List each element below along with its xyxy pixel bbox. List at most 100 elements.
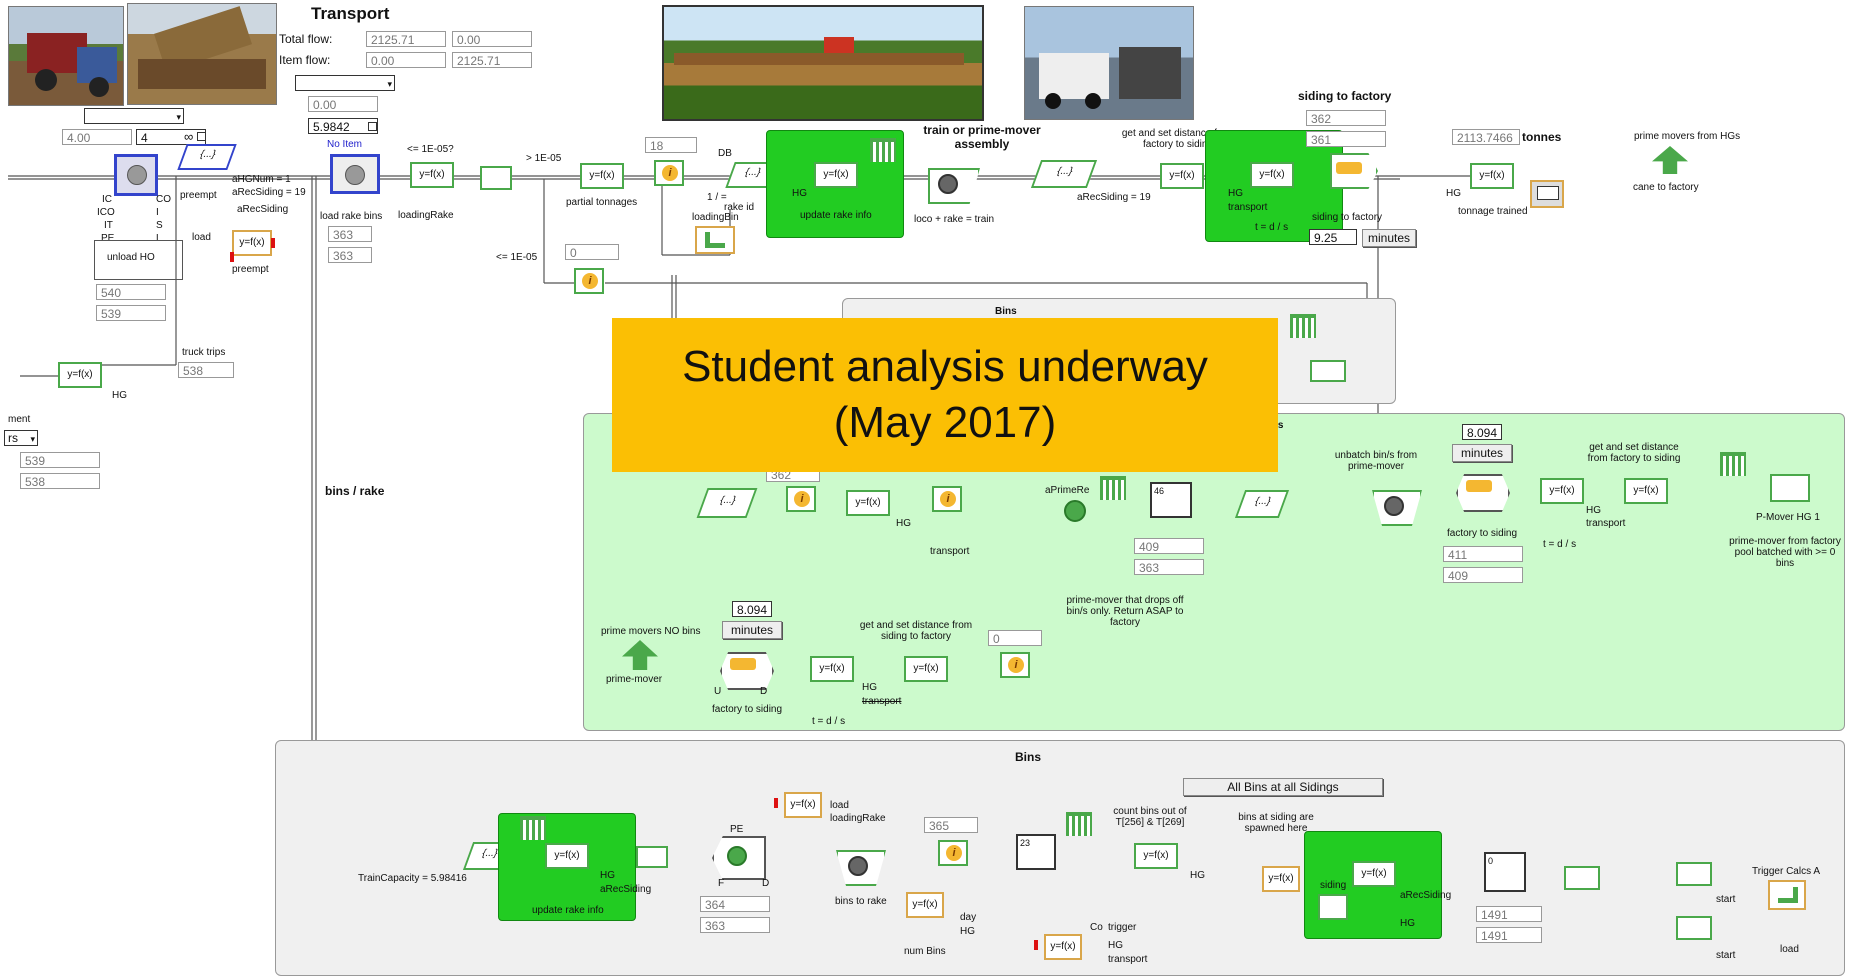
database-icon (520, 816, 546, 840)
truck-trips-equation[interactable]: y=f(x) (58, 362, 102, 388)
value-8-094[interactable]: 8.094 (1462, 424, 1502, 440)
select-block[interactable] (480, 166, 512, 190)
info-block-4[interactable]: i (932, 486, 962, 512)
status-banner: Student analysis underway (May 2017) (612, 318, 1278, 472)
value-540: 540 (96, 284, 166, 300)
label-transport-4: transport (862, 696, 902, 707)
queue-block-3[interactable]: 0 (1484, 852, 1526, 892)
photo-prime-movers (1024, 6, 1194, 120)
trigger-calcs-button[interactable] (1768, 880, 1806, 910)
value-409-b: 409 (1134, 538, 1204, 554)
label-bins-rake: bins / rake (325, 484, 385, 498)
label-it: IT (104, 220, 113, 231)
label-prime-mover: prime-mover (606, 674, 663, 685)
distance-equation[interactable]: y=f(x) (1160, 163, 1204, 189)
value-411: 411 (1443, 546, 1523, 562)
value-363-a: 363 (328, 226, 372, 242)
value-409: 409 (1443, 567, 1523, 583)
siding-equation[interactable]: y=f(x) (1352, 861, 1396, 887)
preempt-equation-block[interactable]: y=f(x) (232, 230, 272, 256)
value-363: 363 (1134, 559, 1204, 575)
info-block-6[interactable]: i (938, 840, 968, 866)
value-5-9842[interactable]: 5.9842 (308, 118, 378, 134)
minutes-dropdown[interactable]: minutes (1362, 229, 1416, 247)
database-icon (870, 138, 896, 162)
partial-tonnage-equation[interactable]: y=f(x) (580, 163, 624, 189)
trigger-equation[interactable]: y=f(x) (1044, 934, 1082, 960)
update-rake-equation[interactable]: y=f(x) (814, 162, 858, 188)
label-count-bins: count bins out of T[256] & T[269] (1113, 806, 1187, 828)
minutes-dropdown-3[interactable]: minutes (722, 621, 782, 639)
label-arec-siding-c: aRecSiding (1400, 890, 1452, 901)
queue-block[interactable]: 46 (1150, 482, 1192, 518)
tonnes-value: 2113.7466 (1452, 129, 1520, 145)
transport-dropdown[interactable]: ▾ (295, 75, 395, 91)
label-hg-6: HG (960, 926, 975, 937)
label-co: CO (156, 194, 171, 205)
chevron-down-icon: ▾ (387, 79, 392, 89)
count-bins-equation[interactable]: y=f(x) (1134, 843, 1178, 869)
unload-ho-server[interactable] (114, 154, 158, 196)
minutes-dropdown-2[interactable]: minutes (1452, 444, 1512, 462)
factory-to-siding-conveyor-2[interactable] (720, 652, 774, 690)
info-block[interactable]: i (654, 160, 684, 186)
label-cane-to-factory: cane to factory (1633, 182, 1699, 193)
select-block-4[interactable] (1564, 866, 1600, 890)
select-block-3[interactable] (636, 846, 668, 868)
checkbox-square[interactable] (368, 122, 377, 131)
label-train-assembly: train or prime-mover assembly (923, 123, 1041, 151)
all-bins-button[interactable]: All Bins at all Sidings (1183, 778, 1383, 796)
distance-equation-3[interactable]: y=f(x) (904, 656, 948, 682)
value-4[interactable]: 4 (136, 129, 206, 145)
loading-rake-equation[interactable]: y=f(x) (784, 792, 822, 818)
left-dropdown[interactable]: ▾ (84, 108, 184, 124)
gear-icon[interactable] (1064, 500, 1086, 522)
label-load-c: load (1780, 944, 1799, 955)
no-item-label: No Item (327, 139, 363, 150)
info-block-5[interactable]: i (1000, 652, 1030, 678)
loading-bin-block[interactable] (695, 226, 735, 254)
value-1491-a: 1491 (1476, 906, 1542, 922)
load-rake-bins-server[interactable] (330, 154, 380, 194)
equation-block[interactable]: y=f(x) (410, 162, 454, 188)
return-arrow-icon[interactable] (1770, 474, 1810, 502)
value-8-094-b[interactable]: 8.094 (732, 601, 772, 617)
batch-block-3[interactable]: {...} (1030, 160, 1098, 188)
label-hg-transport: HG (1228, 188, 1243, 199)
gate-block-2[interactable] (1676, 916, 1712, 940)
batch-block[interactable]: {...} (177, 144, 237, 170)
label-pe: PE (101, 233, 115, 244)
label-hg: HG (792, 188, 807, 199)
label-pmover-hg1: P-Mover HG 1 (1756, 512, 1820, 523)
label-hg-2: HG (1586, 505, 1601, 516)
label-rake-id: rake id (724, 202, 755, 213)
transport-equation[interactable]: y=f(x) (1250, 162, 1294, 188)
update-rake-equation-2[interactable]: y=f(x) (545, 843, 589, 869)
gate-block[interactable] (1676, 862, 1712, 886)
clock-icon (727, 846, 747, 866)
label-u: U (714, 686, 722, 697)
rs-dropdown[interactable]: rs▾ (4, 430, 38, 446)
label-le-1e05-q: <= 1E-05? (407, 144, 454, 155)
equation-block-4[interactable]: y=f(x) (810, 656, 854, 682)
distance-equation-2[interactable]: y=f(x) (1540, 478, 1584, 504)
label-t-ds-2: t = d / s (1543, 539, 1577, 550)
value-9-25[interactable]: 9.25 (1309, 229, 1357, 245)
gear-icon (848, 856, 868, 876)
select-block-2[interactable] (1310, 360, 1346, 382)
equation-block-3[interactable]: y=f(x) (846, 490, 890, 516)
factory-to-siding-conveyor[interactable] (1456, 474, 1510, 512)
queue-block-2[interactable]: 23 (1016, 834, 1056, 870)
label-one-eq: 1 / = (707, 192, 727, 203)
info-block-3[interactable]: i (786, 486, 816, 512)
label-load-b: load (830, 800, 849, 811)
tonnage-equation[interactable]: y=f(x) (1470, 163, 1514, 189)
transport-equation-2[interactable]: y=f(x) (1624, 478, 1668, 504)
label-d-b: D (762, 878, 770, 889)
checkbox-square[interactable] (197, 132, 206, 141)
info-block-lower[interactable]: i (574, 268, 604, 294)
database-icon (1720, 452, 1746, 476)
monitor-icon[interactable] (1530, 180, 1564, 208)
day-equation[interactable]: y=f(x) (906, 892, 944, 918)
spawn-equation[interactable]: y=f(x) (1262, 866, 1300, 892)
